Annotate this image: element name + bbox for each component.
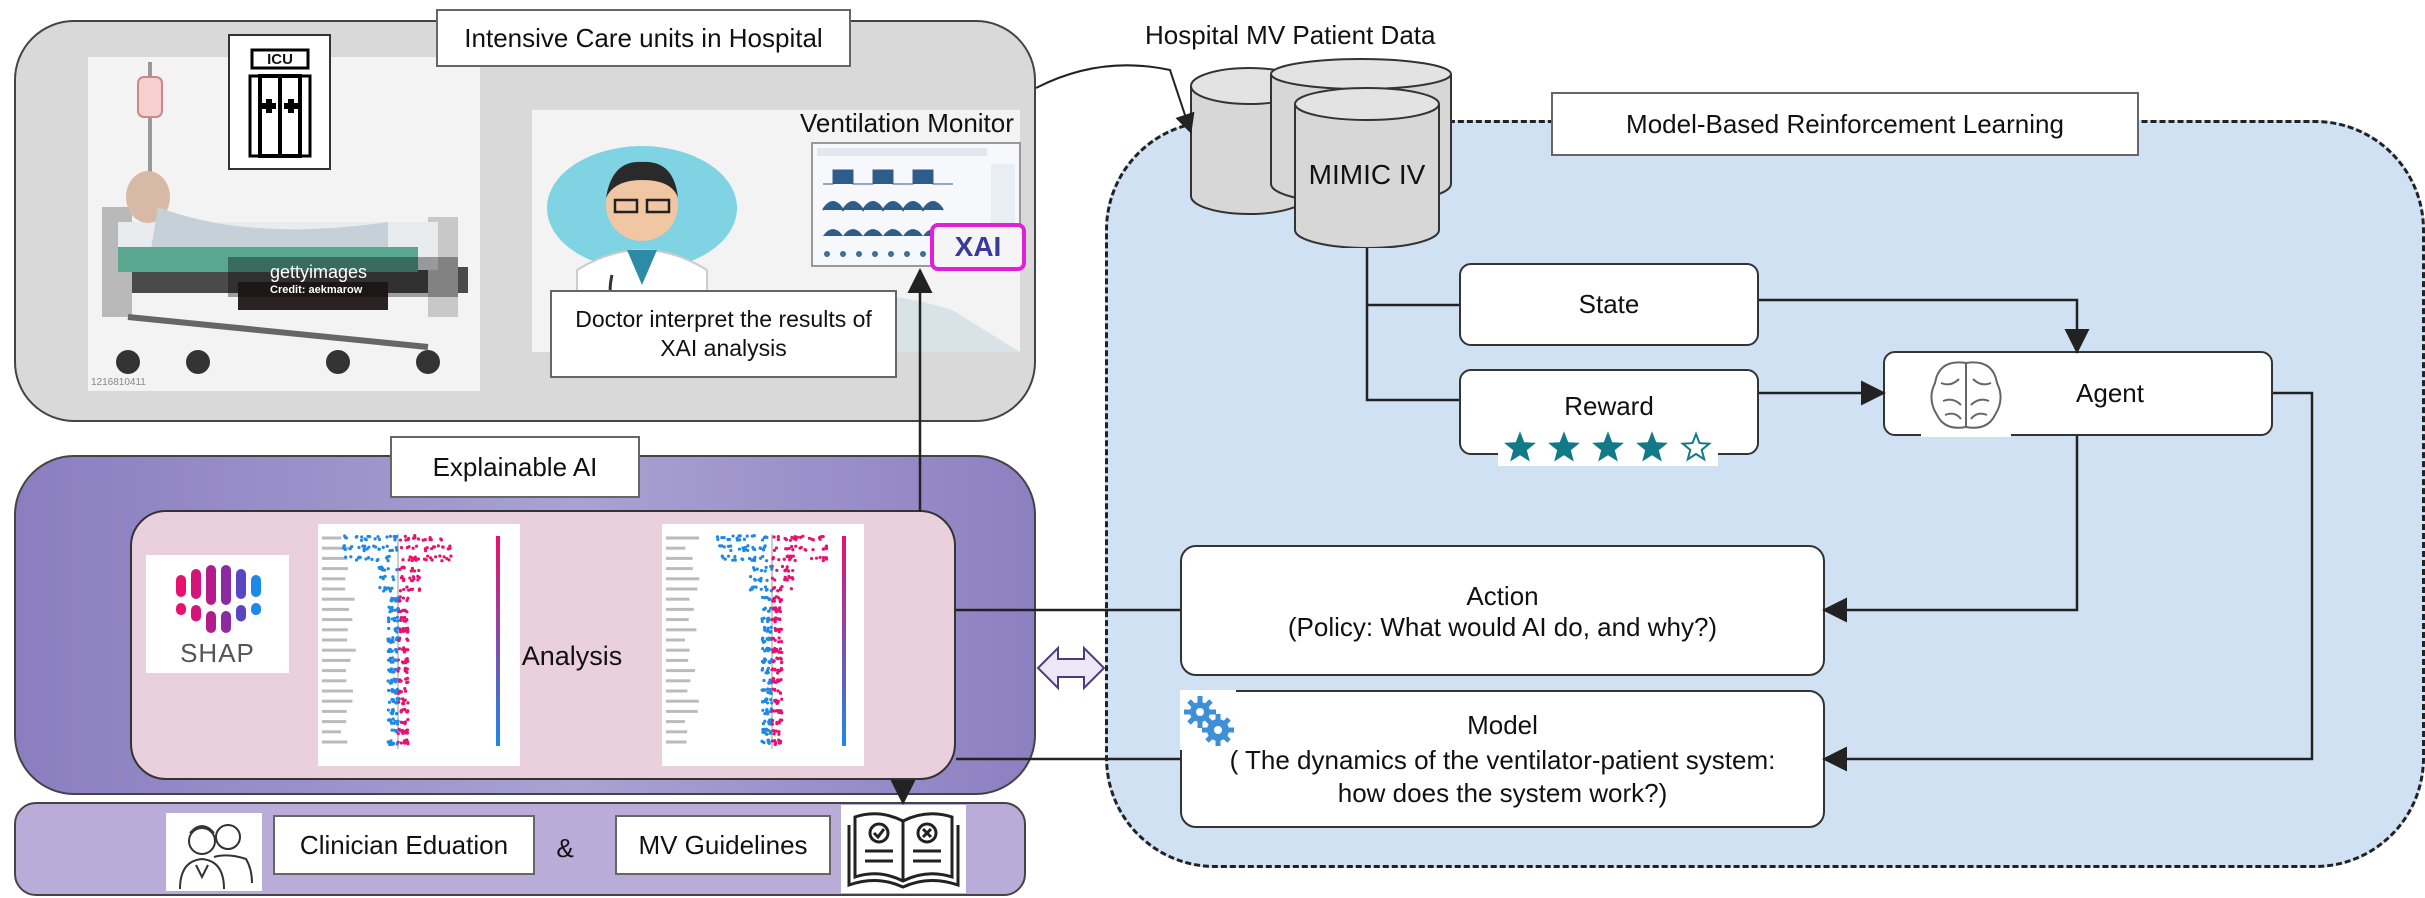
ventilation-monitor-screen xyxy=(811,142,1021,267)
star-filled-icon xyxy=(1504,431,1536,462)
xai-title: Explainable AI xyxy=(390,436,640,498)
shap-summary-plot-2 xyxy=(662,524,864,766)
photo-id: 1216810411 xyxy=(91,377,146,388)
doctor-caption: Doctor interpret the results of XAI anal… xyxy=(550,290,897,378)
icu-sign-text: ICU xyxy=(267,50,293,68)
data-source-title: Hospital MV Patient Data xyxy=(1145,20,1436,50)
getty-credit: Credit: aekmarow xyxy=(270,284,363,296)
star-empty-icon xyxy=(1680,431,1712,462)
mv-guidelines-label: MV Guidelines xyxy=(615,815,831,875)
shap-summary-plot-1 xyxy=(318,524,520,766)
shap-logo: SHAP xyxy=(146,555,289,673)
ampersand: & xyxy=(556,832,574,863)
rl-title: Model-Based Reinforcement Learning xyxy=(1551,92,2139,156)
agent-label: Agent xyxy=(2076,378,2144,408)
icu-sign: ICU xyxy=(228,34,331,170)
clinician-education-label: Clinician Eduation xyxy=(273,815,535,875)
agent-box: Agent xyxy=(1883,351,2273,437)
action-label: Action xyxy=(1466,580,1539,611)
getty-watermark: gettyimages xyxy=(270,262,368,282)
guidelines-book-icon xyxy=(841,805,966,893)
gears-icon xyxy=(1180,690,1236,750)
bidirectional-arrow-icon xyxy=(1036,645,1106,691)
clinicians-icon xyxy=(166,813,262,891)
star-filled-icon xyxy=(1636,431,1668,462)
shap-label: SHAP xyxy=(180,637,255,668)
mimic-label: MIMIC IV xyxy=(1308,159,1426,190)
xai-badge: XAI xyxy=(930,223,1026,271)
brain-icon xyxy=(1921,353,2011,437)
state-box: State xyxy=(1459,263,1759,346)
analysis-label: Analysis xyxy=(521,640,623,671)
icu-title: Intensive Care units in Hospital xyxy=(436,9,851,67)
star-filled-icon xyxy=(1592,431,1624,462)
reward-stars xyxy=(1498,430,1718,466)
model-description: ( The dynamics of the ventilator-patient… xyxy=(1229,744,1776,808)
star-filled-icon xyxy=(1548,431,1580,462)
action-box: Action (Policy: What would AI do, and wh… xyxy=(1180,545,1825,676)
action-description: (Policy: What would AI do, and why?) xyxy=(1287,611,1718,642)
database-cylinders xyxy=(1185,58,1460,249)
ventilation-monitor-label: Ventilation Monitor xyxy=(800,108,1014,138)
model-label: Model xyxy=(1467,709,1538,740)
model-box: Model ( The dynamics of the ventilator-p… xyxy=(1180,690,1825,828)
reward-label: Reward xyxy=(1564,390,1654,421)
